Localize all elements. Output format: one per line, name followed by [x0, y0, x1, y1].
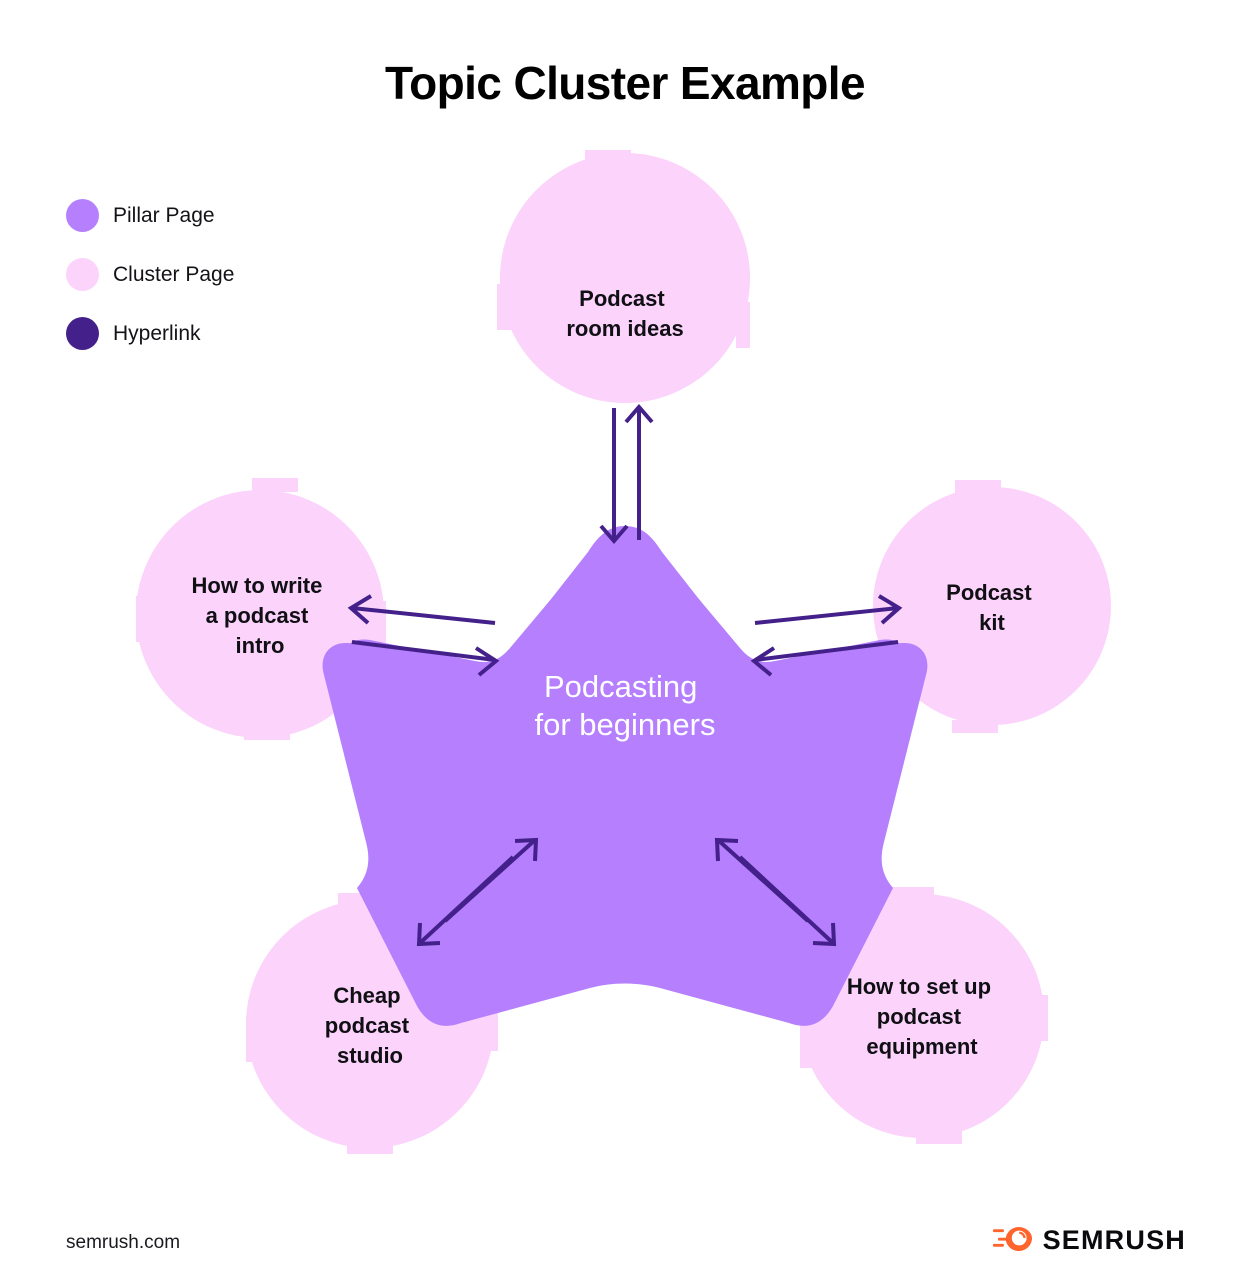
hyperlink-arrows [347, 403, 903, 947]
cluster-page-swatch-icon [66, 258, 99, 291]
arrow-shaft [754, 606, 899, 625]
cluster-circle [136, 490, 384, 738]
notch-tab-icon [736, 302, 750, 348]
arrow-shaft [754, 640, 899, 662]
cluster-node-label: Podcast room ideas [566, 286, 683, 341]
hyperlink-pillar-to-cheap-podcast-studio [416, 837, 539, 947]
cluster-label-line: How to write [192, 573, 323, 598]
semrush-comet-icon [991, 1223, 1033, 1258]
notch-tab-icon [484, 1005, 498, 1051]
cluster-label-line: Podcast [946, 580, 1032, 605]
pillar-star-body [322, 526, 928, 1026]
notch-tab-icon [585, 150, 631, 162]
cluster-node-label: Cheap podcast studio [325, 983, 415, 1068]
arrow-head-down-right-icon [812, 922, 837, 947]
legend-item-label: Pillar Page [113, 203, 215, 227]
cluster-node-podcast-room-ideas[interactable]: Podcast room ideas [497, 150, 750, 403]
arrow-shaft [716, 838, 810, 923]
notch-tab-icon [916, 1130, 962, 1144]
footer-site-url: semrush.com [66, 1232, 181, 1253]
notch-tab-icon [252, 478, 298, 492]
notch-tab-icon [1034, 995, 1048, 1041]
legend-item-hyperlink: Hyperlink [66, 304, 366, 363]
semrush-brand-logo: SEMRUSH [991, 1223, 1186, 1258]
notch-tab-icon [888, 887, 934, 901]
cluster-node-label: Podcast kit [946, 580, 1038, 635]
cluster-label-line: intro [236, 633, 285, 658]
cluster-node-how-to-set-up-podcast-equipment[interactable]: How to set up podcast equipment [800, 887, 1048, 1144]
arrow-shaft [443, 838, 537, 923]
notch-tab-icon [955, 480, 1001, 493]
semrush-wordmark: SEMRUSH [1042, 1225, 1186, 1255]
arrow-head-up-icon [624, 403, 654, 424]
cluster-label-line: podcast [877, 1004, 962, 1029]
arrow-head-left-icon [750, 646, 776, 677]
pillar-node-podcasting-for-beginners[interactable]: Podcasting for beginners [322, 526, 928, 1026]
cluster-label-line: Podcast [579, 286, 665, 311]
cluster-label-line: Cheap [333, 983, 400, 1008]
cluster-circle [800, 894, 1044, 1138]
cluster-node-label: How to set up podcast equipment [847, 974, 997, 1059]
hyperlink-pillar-to-podcast-room-ideas [599, 403, 654, 545]
notch-tab-icon [497, 284, 511, 330]
notch-tab-icon [244, 726, 290, 740]
notch-tab-icon [246, 1016, 260, 1062]
topic-cluster-diagram: Podcast room ideas Podcast kit How to se… [0, 150, 1250, 1170]
cluster-label-line: room ideas [566, 316, 683, 341]
arrow-shaft [351, 606, 496, 625]
legend: Pillar Page Cluster Page Hyperlink [66, 186, 366, 363]
hyperlink-pillar-to-podcast-kit [750, 594, 903, 677]
pillar-label-line: for beginners [535, 707, 716, 742]
pillar-page-swatch-icon [66, 199, 99, 232]
hyperlink-pillar-to-how-to-set-up-podcast-equipment [714, 837, 837, 947]
notch-tab-icon [952, 720, 998, 733]
notch-tab-icon [908, 599, 921, 645]
legend-item-label: Cluster Page [113, 262, 235, 286]
arrow-head-right-icon [877, 594, 903, 625]
arrow-head-down-icon [599, 524, 629, 545]
arrow-head-left-icon [347, 594, 373, 625]
cluster-label-line: studio [337, 1043, 403, 1068]
page-title: Topic Cluster Example [385, 57, 866, 109]
notch-tab-icon [347, 1140, 393, 1154]
legend-item-pillar-page: Pillar Page [66, 186, 366, 245]
arrow-head-right-icon [474, 646, 500, 677]
notch-tab-icon [136, 596, 150, 642]
cluster-circle [873, 487, 1111, 725]
pillar-label-line: Podcasting [544, 669, 697, 704]
cluster-node-label: How to write a podcast intro [192, 573, 329, 658]
legend-item-cluster-page: Cluster Page [66, 245, 366, 304]
legend-item-label: Hyperlink [113, 321, 201, 345]
notch-tab-icon [372, 601, 386, 647]
arrow-head-down-left-icon [416, 922, 441, 947]
cluster-label-line: a podcast [206, 603, 309, 628]
cluster-label-line: kit [979, 610, 1005, 635]
cluster-label-line: equipment [866, 1034, 978, 1059]
cluster-label-line: How to set up [847, 974, 991, 999]
arrow-head-up-left-icon [714, 837, 739, 862]
cluster-node-podcast-kit[interactable]: Podcast kit [873, 480, 1111, 733]
cluster-node-how-to-write-a-podcast-intro[interactable]: How to write a podcast intro [136, 478, 386, 740]
arrow-shaft [351, 640, 496, 662]
arrow-head-up-right-icon [514, 837, 539, 862]
pillar-node-label: Podcasting for beginners [535, 669, 716, 742]
cluster-circle [500, 153, 750, 403]
cluster-label-line: podcast [325, 1013, 410, 1038]
hyperlink-pillar-to-how-to-write-a-podcast-intro [347, 594, 500, 677]
notch-tab-icon [800, 1022, 814, 1068]
hyperlink-swatch-icon [66, 317, 99, 350]
